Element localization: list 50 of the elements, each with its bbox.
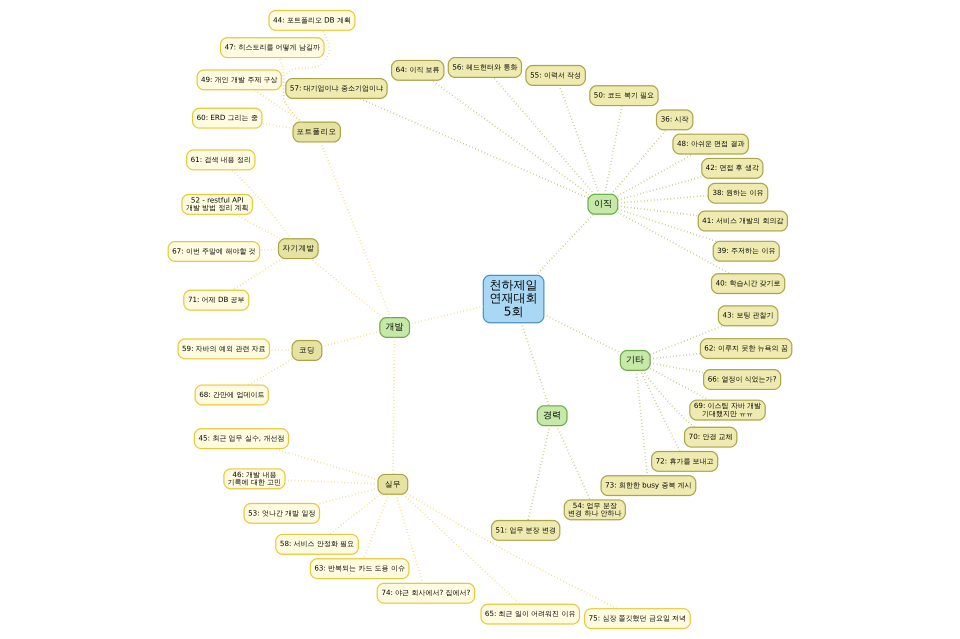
connector xyxy=(618,208,716,242)
connector xyxy=(282,30,330,123)
connector xyxy=(558,85,600,194)
connector xyxy=(618,205,698,216)
connector xyxy=(431,80,590,195)
connector xyxy=(407,492,618,610)
connector xyxy=(544,314,621,354)
connector xyxy=(650,325,724,356)
connector xyxy=(274,448,378,481)
connector xyxy=(278,57,303,123)
connector xyxy=(262,122,294,130)
connector xyxy=(395,494,424,584)
connector xyxy=(310,258,383,318)
connector xyxy=(617,153,694,197)
connector xyxy=(604,105,623,194)
connector xyxy=(650,362,704,374)
connector xyxy=(650,368,710,401)
connector xyxy=(636,370,648,476)
connector xyxy=(359,98,588,199)
connector xyxy=(235,214,280,240)
connector xyxy=(617,212,730,274)
connector xyxy=(392,338,396,474)
connector xyxy=(320,142,392,318)
connector xyxy=(535,214,594,276)
connector xyxy=(402,494,520,605)
connector xyxy=(520,322,550,406)
connector xyxy=(642,370,696,428)
connector xyxy=(319,487,378,504)
connector xyxy=(618,194,708,204)
connector xyxy=(232,258,283,291)
connector xyxy=(556,425,592,500)
node-box: 경력 xyxy=(536,405,568,426)
connector xyxy=(527,426,551,521)
connector xyxy=(492,77,595,195)
node-box: 천하제일 연재대회 5회 xyxy=(482,274,544,324)
connector xyxy=(231,169,292,240)
connector xyxy=(329,494,381,535)
connector xyxy=(285,479,378,485)
connector xyxy=(362,494,390,559)
connector xyxy=(610,129,667,195)
connector xyxy=(650,352,700,360)
connector xyxy=(260,248,278,251)
node-box: 개발 xyxy=(379,316,410,338)
connector xyxy=(618,176,702,201)
connector xyxy=(322,330,380,348)
node-box: 이직 xyxy=(587,194,618,215)
connector xyxy=(639,370,680,452)
node-box: 기타 xyxy=(620,350,651,371)
connector xyxy=(248,358,292,386)
connector xyxy=(409,306,484,325)
